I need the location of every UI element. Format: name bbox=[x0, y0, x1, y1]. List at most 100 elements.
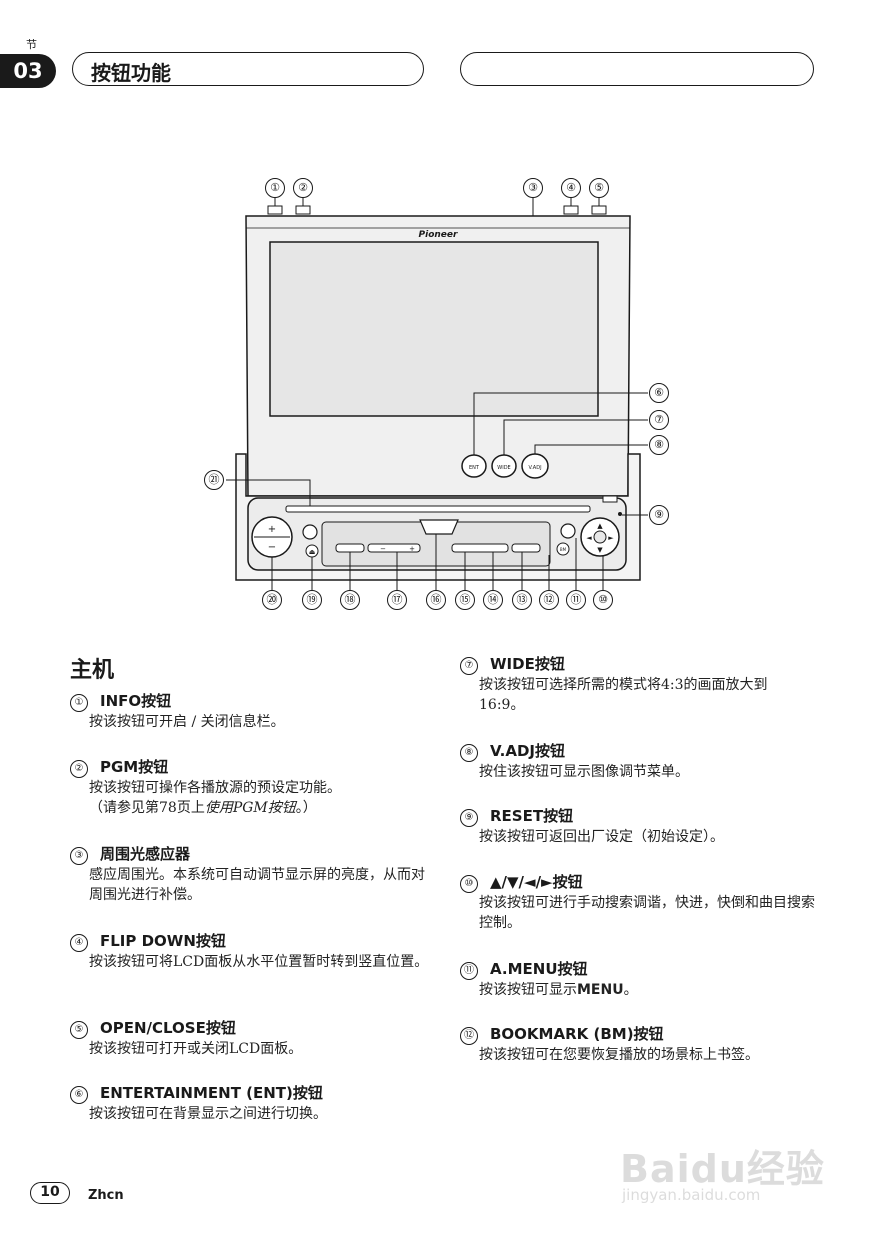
callout-11: ⑪ bbox=[566, 590, 586, 610]
item-ambient-sensor: ③ 周围光感应器 感应周围光。本系统可自动调节显示屏的亮度，从而对周围光进行补偿。 bbox=[70, 843, 430, 905]
header-empty-pill bbox=[460, 52, 814, 86]
item-reference: （请参见第78页上使用PGM按钮。） bbox=[89, 798, 430, 818]
item-vadj-button: ⑧ V.ADJ按钮 按住该按钮可显示图像调节菜单。 bbox=[460, 740, 820, 782]
item-title: OPEN/CLOSE按钮 bbox=[100, 1019, 236, 1037]
item-number: ⑨ bbox=[460, 809, 478, 827]
head-unit-illustration: Pioneer ENT WIDE V.ADJ BM + − ⏏ ▲ ▼ ◄ ► … bbox=[0, 170, 875, 620]
item-title: FLIP DOWN按钮 bbox=[100, 932, 226, 950]
item-number: ⑫ bbox=[460, 1027, 478, 1045]
item-title: A.MENU按钮 bbox=[490, 960, 588, 978]
item-description: 按住该按钮可显示图像调节菜单。 bbox=[479, 764, 689, 780]
item-number: ⑤ bbox=[70, 1021, 88, 1039]
item-description: 按该按钮可开启 / 关闭信息栏。 bbox=[89, 714, 285, 730]
item-wide-button: ⑦ WIDE按钮 按该按钮可选择所需的模式将4:3的画面放大到16:9。 bbox=[460, 653, 820, 715]
callout-13: ⑬ bbox=[512, 590, 532, 610]
item-direction-buttons: ⑩ ▲/▼/◄/►按钮 按该按钮可进行手动搜索调谐，快进，快倒和曲目搜索控制。 bbox=[460, 871, 820, 933]
description-suffix: 。 bbox=[623, 982, 638, 998]
svg-text:−: − bbox=[380, 545, 386, 553]
callout-5: ⑤ bbox=[589, 178, 609, 198]
callout-12: ⑫ bbox=[539, 590, 559, 610]
ent-button-label: ENT bbox=[469, 465, 480, 471]
reference-suffix: 。） bbox=[295, 800, 317, 816]
baidu-watermark: Baidu经验 jingyan.baidu.com bbox=[620, 1130, 825, 1210]
item-title: ▲/▼/◄/►按钮 bbox=[490, 873, 583, 891]
watermark-logo: Baidu经验 bbox=[620, 1147, 825, 1191]
callout-8: ⑧ bbox=[649, 435, 669, 455]
item-number: ① bbox=[70, 694, 88, 712]
svg-text:◄: ◄ bbox=[586, 534, 592, 542]
wide-button-label: WIDE bbox=[497, 465, 510, 471]
item-title: WIDE按钮 bbox=[490, 655, 565, 673]
callout-6: ⑥ bbox=[649, 383, 669, 403]
callout-14: ⑭ bbox=[483, 590, 503, 610]
item-title: PGM按钮 bbox=[100, 758, 169, 776]
callout-9: ⑨ bbox=[649, 505, 669, 525]
section-heading-main-unit: 主机 bbox=[70, 658, 115, 683]
svg-text:+: + bbox=[268, 524, 276, 535]
vadj-button-label: V.ADJ bbox=[528, 465, 541, 471]
callout-18: ⑱ bbox=[340, 590, 360, 610]
svg-text:▲: ▲ bbox=[597, 522, 603, 530]
svg-text:+: + bbox=[409, 545, 415, 553]
callout-20: ⑳ bbox=[262, 590, 282, 610]
item-title: V.ADJ按钮 bbox=[490, 742, 566, 760]
item-title: 周围光感应器 bbox=[100, 845, 191, 863]
language-code: Zhcn bbox=[88, 1188, 124, 1203]
item-description: 按该按钮可进行手动搜索调谐，快进，快倒和曲目搜索控制。 bbox=[479, 895, 815, 931]
page-number: 10 bbox=[30, 1182, 70, 1204]
callout-4: ④ bbox=[561, 178, 581, 198]
callout-17: ⑰ bbox=[387, 590, 407, 610]
item-description: 按该按钮可操作各播放源的预设定功能。 bbox=[89, 780, 341, 796]
page-title-pill: 按钮功能 bbox=[72, 52, 424, 86]
item-flip-down-button: ④ FLIP DOWN按钮 按该按钮可将LCD面板从水平位置暂时转到竖直位置。 bbox=[70, 930, 430, 972]
item-number: ③ bbox=[70, 847, 88, 865]
item-title: ENTERTAINMENT (ENT)按钮 bbox=[100, 1084, 323, 1102]
brand-logo: Pioneer bbox=[419, 230, 458, 240]
callout-21: ㉑ bbox=[204, 470, 224, 490]
callout-10: ⑩ bbox=[593, 590, 613, 610]
item-number: ② bbox=[70, 760, 88, 778]
item-number: ⑦ bbox=[460, 657, 478, 675]
item-description: 按该按钮可返回出厂设定（初始设定）。 bbox=[479, 829, 724, 845]
callout-15: ⑮ bbox=[455, 590, 475, 610]
item-number: ⑥ bbox=[70, 1086, 88, 1104]
item-ent-button: ⑥ ENTERTAINMENT (ENT)按钮 按该按钮可在背景显示之间进行切换。 bbox=[70, 1082, 430, 1124]
callout-2: ② bbox=[293, 178, 313, 198]
item-description: 感应周围光。本系统可自动调节显示屏的亮度，从而对周围光进行补偿。 bbox=[89, 867, 425, 903]
item-description: 按该按钮可打开或关闭LCD面板。 bbox=[89, 1041, 303, 1057]
item-number: ⑧ bbox=[460, 744, 478, 762]
svg-text:⏏: ⏏ bbox=[309, 548, 316, 556]
item-title: RESET按钮 bbox=[490, 807, 574, 825]
svg-text:▼: ▼ bbox=[597, 546, 603, 554]
callout-7: ⑦ bbox=[649, 410, 669, 430]
description-text: 按该按钮可显示 bbox=[479, 982, 577, 998]
item-reset-button: ⑨ RESET按钮 按该按钮可返回出厂设定（初始设定）。 bbox=[460, 805, 820, 847]
item-bookmark-button: ⑫ BOOKMARK (BM)按钮 按该按钮可在您要恢复播放的场景标上书签。 bbox=[460, 1023, 820, 1065]
item-number: ⑩ bbox=[460, 875, 478, 893]
watermark-url: jingyan.baidu.com bbox=[622, 1186, 761, 1204]
item-description: 按该按钮可在您要恢复播放的场景标上书签。 bbox=[479, 1047, 759, 1063]
item-description: 按该按钮可在背景显示之间进行切换。 bbox=[89, 1106, 327, 1122]
item-number: ④ bbox=[70, 934, 88, 952]
item-description: 按该按钮可选择所需的模式将4:3的画面放大到16:9。 bbox=[479, 677, 768, 713]
callout-16: ⑯ bbox=[426, 590, 446, 610]
item-title: BOOKMARK (BM)按钮 bbox=[490, 1025, 664, 1043]
item-info-button: ① INFO按钮 按该按钮可开启 / 关闭信息栏。 bbox=[70, 690, 430, 732]
item-open-close-button: ⑤ OPEN/CLOSE按钮 按该按钮可打开或关闭LCD面板。 bbox=[70, 1017, 430, 1059]
item-title: INFO按钮 bbox=[100, 692, 172, 710]
page-title: 按钮功能 bbox=[91, 61, 171, 85]
menu-keyword: MENU bbox=[577, 982, 624, 998]
callout-19: ⑲ bbox=[302, 590, 322, 610]
callout-1: ① bbox=[265, 178, 285, 198]
item-description: 按该按钮可显示MENU。 bbox=[479, 980, 820, 1000]
item-pgm-button: ② PGM按钮 按该按钮可操作各播放源的预设定功能。 （请参见第78页上使用PGM… bbox=[70, 756, 430, 818]
reference-prefix: （请参见第78页上 bbox=[89, 800, 205, 816]
head-unit-drawing: Pioneer ENT WIDE V.ADJ BM + − ⏏ ▲ ▼ ◄ ► … bbox=[226, 197, 648, 590]
reference-link-text: 使用PGM按钮 bbox=[204, 800, 296, 816]
bm-button-label: BM bbox=[560, 547, 567, 552]
svg-text:−: − bbox=[268, 542, 276, 553]
section-number-badge: 03 bbox=[0, 54, 56, 88]
item-amenu-button: ⑪ A.MENU按钮 按该按钮可显示MENU。 bbox=[460, 958, 820, 1000]
item-description: 按该按钮可将LCD面板从水平位置暂时转到竖直位置。 bbox=[89, 954, 429, 970]
item-number: ⑪ bbox=[460, 962, 478, 980]
